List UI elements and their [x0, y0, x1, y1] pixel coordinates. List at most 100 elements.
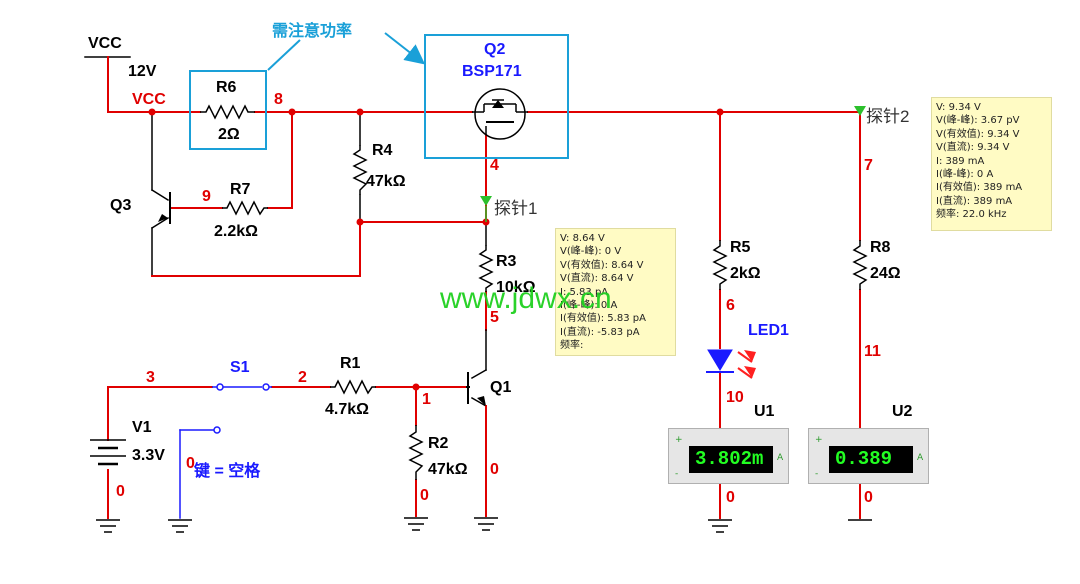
u1-display: 3.802m	[689, 446, 773, 473]
meter-plus-label: +	[675, 435, 683, 445]
probe2-readout-line: V(有效值): 9.34 V	[936, 128, 1020, 140]
r7-name: R7	[230, 181, 251, 198]
watermark: www.jdwx.cn	[440, 282, 612, 315]
r5-value: 2kΩ	[730, 265, 761, 282]
resistor-r1[interactable]	[330, 379, 376, 395]
r7-value: 2.2kΩ	[214, 223, 258, 240]
r2-value: 47kΩ	[428, 461, 468, 478]
v1-value: 3.3V	[132, 447, 165, 464]
r1-value: 4.7kΩ	[325, 401, 369, 418]
junctions	[148, 108, 724, 391]
r8-value: 24Ω	[870, 265, 901, 282]
probe1-readout-line: I: 5.83 pA	[560, 286, 609, 298]
net-label: 8	[274, 91, 283, 108]
probe1-readout-line: I(直流): -5.83 pA	[560, 326, 640, 338]
probe2-label: 探针2	[866, 107, 909, 126]
probe2-readout-panel: V: 9.34 V V(峰-峰): 3.67 pV V(有效值): 9.34 V…	[931, 97, 1052, 231]
probe2-readout-line: V(峰-峰): 3.67 pV	[936, 115, 1020, 127]
r3-name: R3	[496, 253, 517, 270]
resistor-r7[interactable]	[222, 200, 268, 216]
switch-s1[interactable]	[212, 383, 272, 434]
transistor-q1[interactable]	[466, 372, 486, 406]
key-note: 键 = 空格	[193, 461, 261, 480]
v1-name: V1	[132, 419, 152, 436]
probe2-readout-line: V(直流): 9.34 V	[936, 142, 1010, 154]
q2-name: Q2	[484, 41, 505, 58]
power-note-arrow	[384, 32, 426, 65]
led1-name: LED1	[748, 322, 789, 339]
net-label: 2	[298, 369, 307, 386]
net-label: 0	[490, 461, 499, 478]
probe2-readout-line: I: 389 mA	[936, 155, 985, 167]
probe2-readout-line: I(有效值): 389 mA	[936, 182, 1023, 194]
r6-value: 2Ω	[218, 126, 240, 143]
net-label: 0	[420, 487, 429, 504]
s1-name: S1	[230, 359, 250, 376]
resistor-r3[interactable]	[478, 245, 494, 292]
meter-unit-label: A	[777, 453, 784, 463]
probe1-readout-line: I(峰-峰): 0 A	[560, 300, 618, 312]
vcc-title: VCC	[88, 35, 122, 52]
probe1-readout-line: V: 8.64 V	[560, 233, 605, 244]
net-label: 11	[864, 343, 881, 360]
r4-value: 47kΩ	[366, 173, 406, 190]
power-note: 需注意功率	[272, 21, 352, 40]
q3-name: Q3	[110, 197, 131, 214]
net-label: 3	[146, 369, 155, 386]
probe2-readout-line: I(直流): 389 mA	[936, 195, 1013, 207]
ammeter-u2[interactable]: + - A 0.389	[808, 428, 929, 484]
net-label: 0	[186, 455, 195, 472]
meter-minus-label: -	[815, 469, 819, 479]
r4-name: R4	[372, 142, 393, 159]
probe1-readout-line: I(有效值): 5.83 pA	[560, 313, 646, 325]
ground-symbols	[96, 517, 872, 533]
net-label: 10	[726, 389, 744, 406]
resistor-r5[interactable]	[712, 240, 728, 290]
q1-name: Q1	[490, 379, 511, 396]
r2-name: R2	[428, 435, 449, 452]
ammeter-u1[interactable]: + - A 3.802m	[668, 428, 789, 484]
r5-name: R5	[730, 239, 751, 256]
vcc-net-label: VCC	[132, 91, 166, 108]
net-label: 9	[202, 188, 211, 205]
u2-display: 0.389	[829, 446, 913, 473]
r3-value: 10kΩ	[496, 279, 536, 296]
r1-name: R1	[340, 355, 361, 372]
probe1-readout-panel: V: 8.64 V V(峰-峰): 0 V V(有效值): 8.64 V V(直…	[555, 228, 676, 356]
q2-highlight-box	[424, 34, 569, 159]
probe1-label: 探针1	[494, 199, 537, 218]
net-label: 5	[490, 309, 499, 326]
u2-name: U2	[892, 403, 913, 420]
mosfet-q2[interactable]	[472, 88, 528, 140]
meter-unit-label: A	[917, 453, 924, 463]
probe1-readout-line: V(有效值): 8.64 V	[560, 259, 644, 271]
r6-name: R6	[216, 79, 237, 96]
led1[interactable]	[706, 349, 756, 379]
probe-markers[interactable]	[480, 106, 866, 222]
power-note-leader	[267, 39, 301, 71]
net-label: 7	[864, 157, 873, 174]
vcc-value: 12V	[128, 63, 157, 80]
net-label: 4	[490, 157, 499, 174]
net-label: 6	[726, 297, 735, 314]
probe1-readout-line: 频率:	[560, 340, 584, 352]
q2-part: BSP171	[462, 63, 522, 80]
meter-minus-label: -	[675, 469, 679, 479]
probe2-readout-line: 频率: 22.0 kHz	[936, 209, 1007, 221]
transistor-q3[interactable]	[158, 192, 171, 224]
resistor-r2[interactable]	[408, 425, 424, 480]
wires	[84, 56, 861, 519]
net-label: 0	[726, 489, 735, 506]
battery-v1[interactable]	[90, 439, 126, 466]
probe1-readout-line: V(直流): 8.64 V	[560, 273, 634, 285]
r6-highlight-box	[189, 70, 267, 150]
net-label: 1	[422, 391, 431, 408]
probe2-readout-line: I(峰-峰): 0 A	[936, 169, 994, 181]
resistor-r6[interactable]	[200, 104, 255, 120]
probe2-readout-line: V: 9.34 V	[936, 102, 981, 113]
net-label: 0	[864, 489, 873, 506]
u1-name: U1	[754, 403, 775, 420]
resistor-r8[interactable]	[852, 240, 868, 290]
resistor-r4[interactable]	[352, 145, 368, 195]
